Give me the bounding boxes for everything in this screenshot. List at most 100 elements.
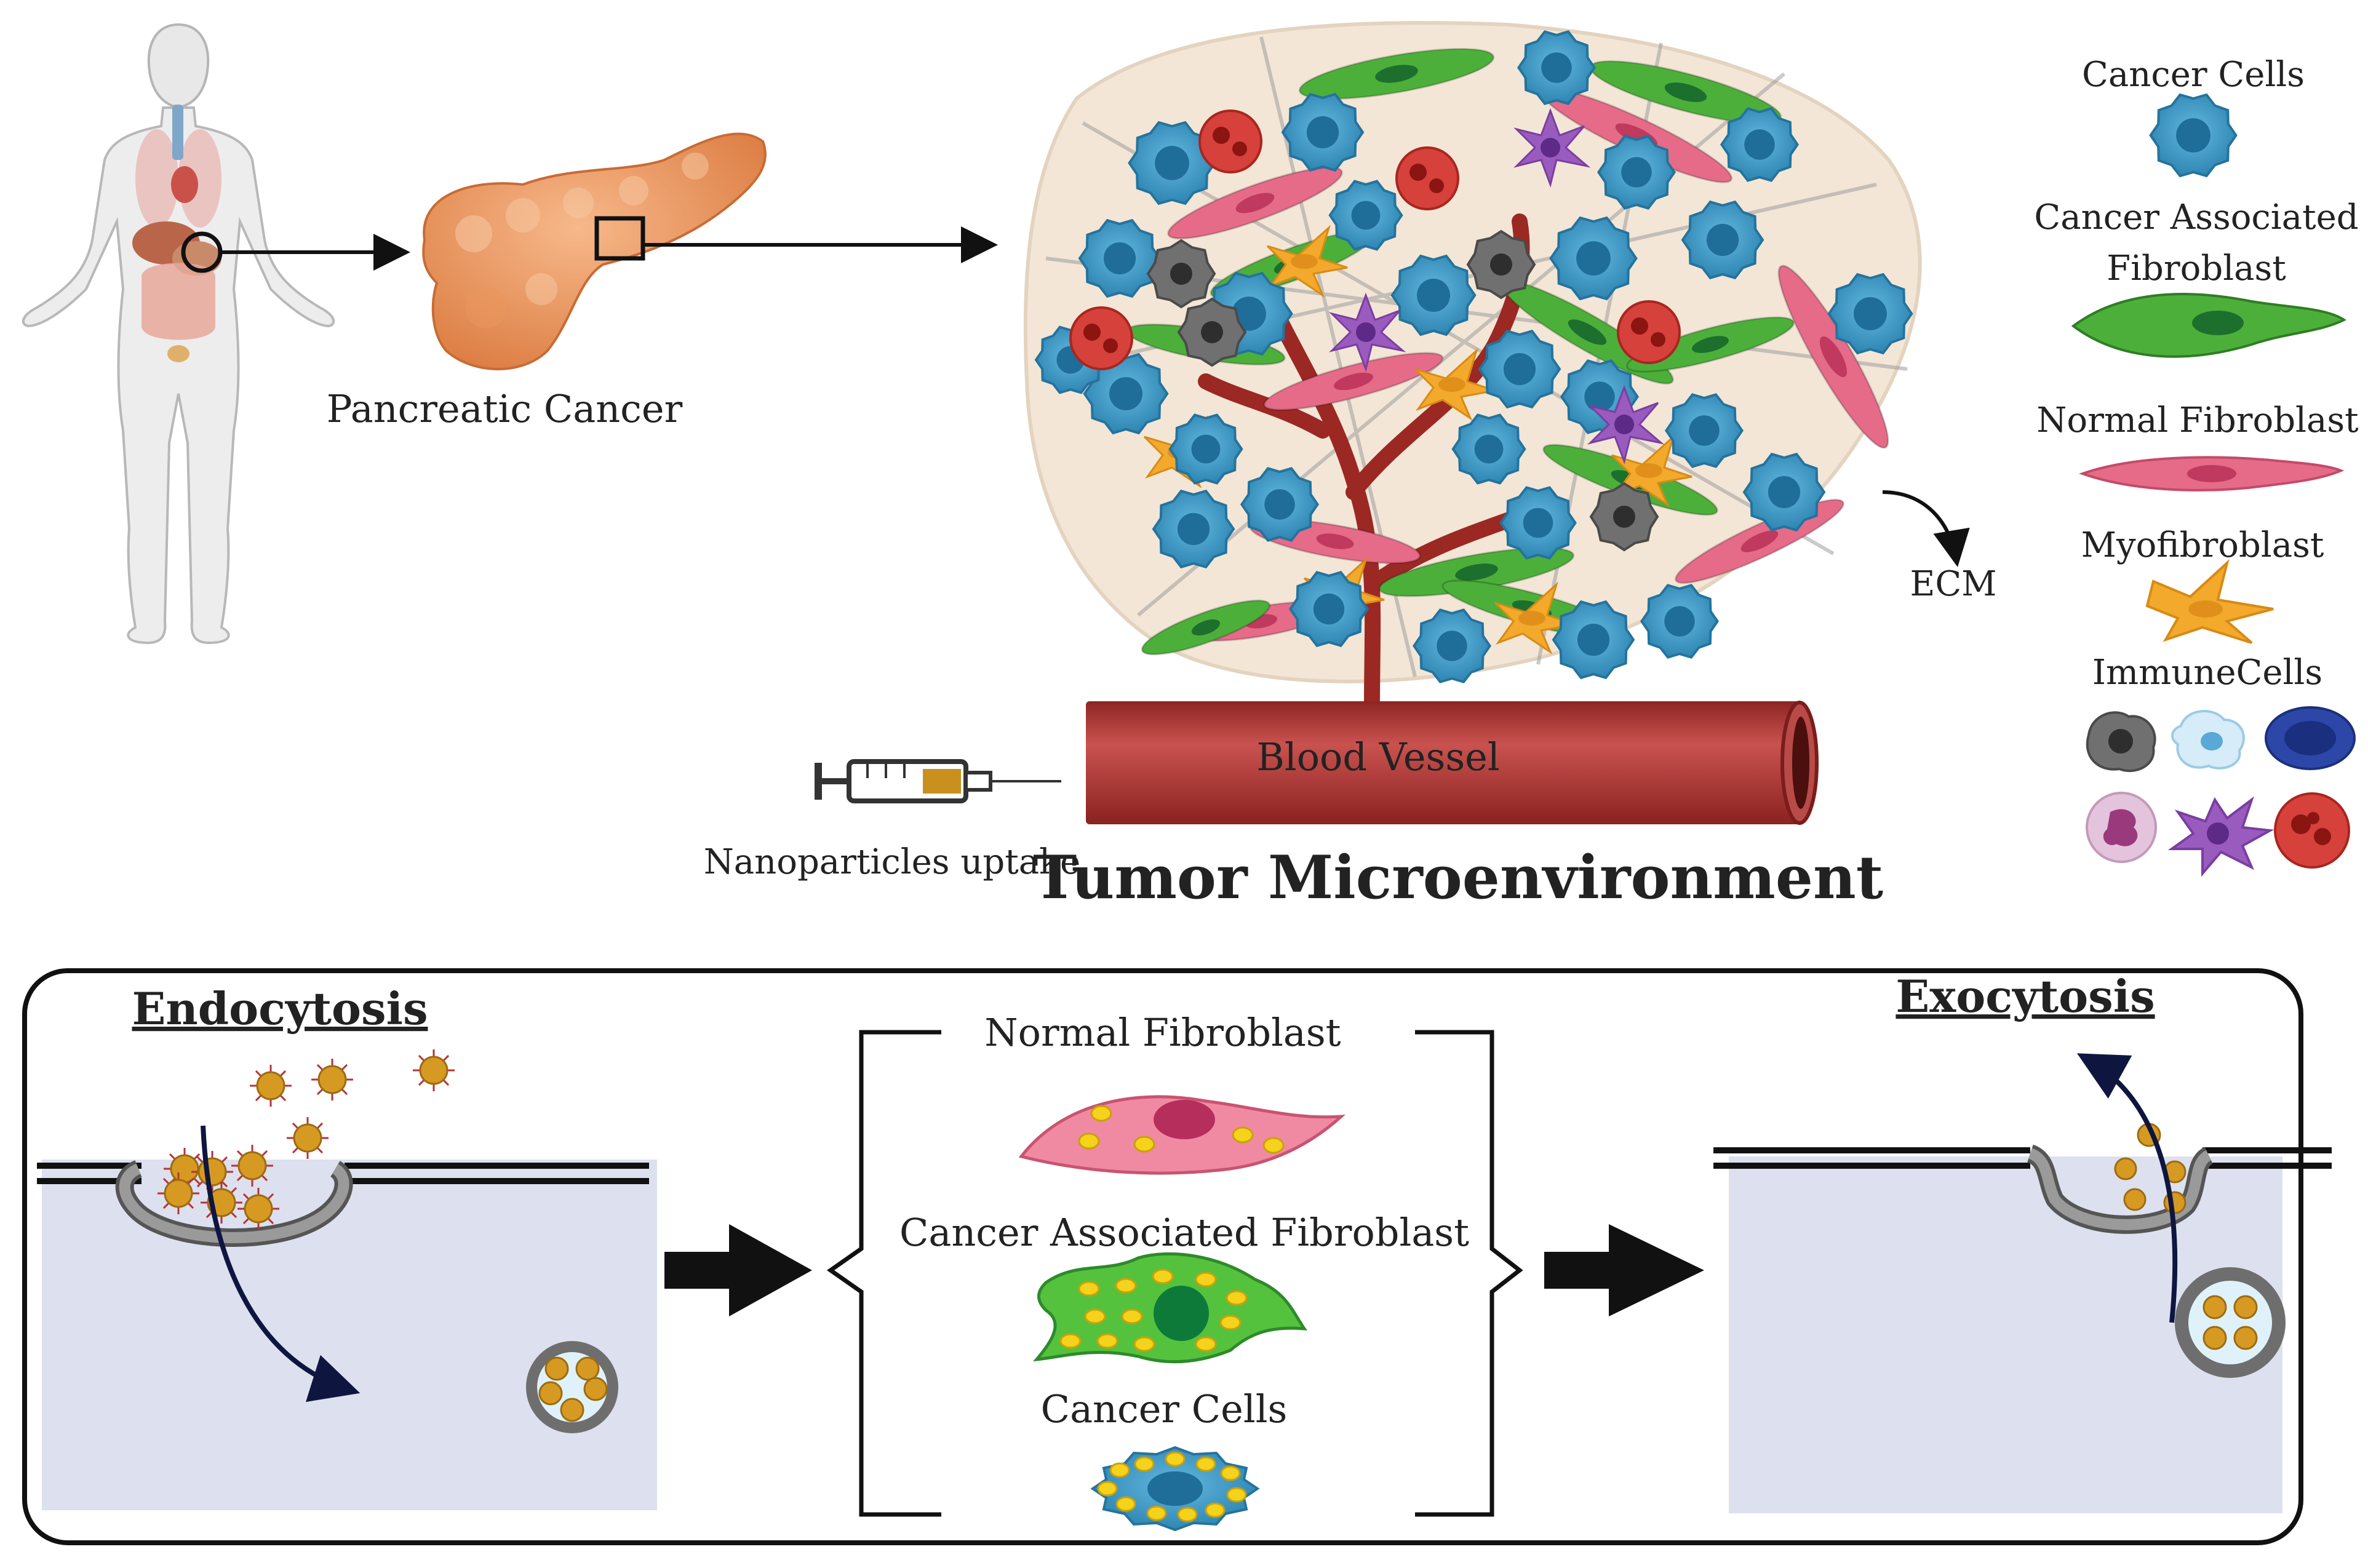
- exocytosis-vesicle: [2175, 1267, 2286, 1378]
- caf-with-nanoparticles: [1033, 1252, 1307, 1364]
- endocytosis-path-arrow: [201, 1125, 361, 1403]
- cancer-cell: [1549, 216, 1638, 301]
- legend-myofibroblast-icon: [2145, 559, 2274, 644]
- nanoparticle: [231, 1145, 273, 1187]
- left-brace: [826, 1030, 941, 1517]
- purple-immune-cell: [1329, 292, 1406, 373]
- nanoparticle: [191, 1151, 233, 1193]
- legend-cancer-cells-label: Cancer Cells: [2082, 55, 2305, 95]
- cancer-cell: [1328, 180, 1403, 251]
- ecm-arrow: [1882, 490, 1970, 567]
- immune-cells-in-tumor: [1069, 108, 1681, 552]
- cancer-cell: [1168, 413, 1243, 485]
- purple-immune-cell: [1587, 384, 1665, 465]
- middle-cancer-cells-label: Cancer Cells: [1041, 1387, 1288, 1431]
- exocytosis-panel: [1713, 1053, 2332, 1513]
- process-panel-frame: [22, 968, 2303, 1545]
- cancer-cell: [1552, 600, 1635, 680]
- pancreatic-cancer-label: Pancreatic Cancer: [327, 386, 683, 431]
- block-arrow-left: [664, 1224, 812, 1316]
- legend-cancer-cell-icon: [2149, 93, 2238, 178]
- tumor-region-marker: [594, 216, 645, 261]
- cancer-cell: [1281, 92, 1365, 172]
- red-immune-cell: [1198, 109, 1262, 173]
- endosome-vesicle: [526, 1341, 618, 1433]
- cancer-cell: [1083, 352, 1169, 435]
- cancer-cell: [1827, 273, 1913, 355]
- cancer-cell: [1742, 452, 1826, 532]
- legend-myofibroblast-label: Myofibroblast: [2081, 525, 2324, 565]
- syringe-icon: [815, 759, 1061, 803]
- red-immune-cell: [1069, 306, 1133, 370]
- fibroblast-cell: [1298, 47, 1495, 100]
- legend-caf-label-line2: Fibroblast: [2107, 249, 2286, 289]
- nanoparticle: [413, 1049, 455, 1091]
- cancer-cells: [1034, 30, 1913, 683]
- myofibroblast-cell: [1494, 581, 1576, 655]
- exocytosis-heading: Exocytosis: [1896, 970, 2155, 1022]
- cancer-cell: [1152, 489, 1235, 569]
- exocytosis-path-arrow: [2076, 1053, 2178, 1323]
- cancer-cell: [1412, 608, 1492, 683]
- human-body-illustration: [22, 23, 335, 645]
- red-immune-cell: [1617, 300, 1681, 364]
- middle-normal-fibroblast-label: Normal Fibroblast: [984, 1010, 1341, 1055]
- fibroblast-cell: [1263, 352, 1444, 411]
- right-brace: [1415, 1030, 1523, 1517]
- gray-immune-cell: [1466, 229, 1536, 300]
- cancer-cell: [1597, 135, 1676, 210]
- red-immune-cell: [1395, 146, 1459, 210]
- legend-immune-cells-label: ImmuneCells: [2092, 653, 2322, 693]
- legend-immune-cells-icons: [2086, 706, 2356, 877]
- nanoparticle: [311, 1059, 353, 1100]
- pancreas-illustration: [422, 132, 767, 370]
- endocytosis-panel: [37, 1049, 657, 1510]
- middle-caf-label: Cancer Associated Fibroblast: [899, 1210, 1469, 1255]
- normal-fibroblast-with-nanoparticles: [1018, 1095, 1346, 1175]
- gray-immune-cell: [1146, 239, 1216, 309]
- fibroblast-cell: [1167, 166, 1343, 240]
- nanoparticle: [287, 1117, 329, 1159]
- legend-normal-fibroblast-label: Normal Fibroblast: [2036, 400, 2359, 440]
- fibroblast-cell: [1626, 316, 1795, 373]
- legend-normal-fibroblast-icon: [2078, 456, 2345, 491]
- cancer-cell: [1517, 30, 1597, 105]
- cancer-cell: [1681, 200, 1764, 280]
- cancer-cell: [1478, 329, 1561, 409]
- endocytosis-heading: Endocytosis: [132, 982, 428, 1035]
- nanoparticles-uptake-label: Nanoparticles uptake: [704, 842, 1080, 882]
- nanoparticle: [250, 1065, 292, 1107]
- gray-immune-cell: [1177, 297, 1247, 367]
- nanoparticle: [157, 1172, 199, 1214]
- myofibroblast-cell: [1266, 225, 1348, 298]
- cancer-cell: [1499, 486, 1577, 560]
- tumor-microenvironment-title: Tumor Microenvironment: [1033, 843, 1883, 912]
- cancer-cell: [2149, 93, 2238, 178]
- cancer-cell: [1128, 121, 1216, 205]
- purple-immune-cell: [1513, 108, 1591, 188]
- cancer-cell: [1640, 584, 1720, 659]
- cancer-cell: [1078, 218, 1162, 298]
- blood-vessel: [1086, 701, 1819, 825]
- ecm-label: ECM: [1910, 564, 1996, 604]
- myofibroblast-cell: [1414, 348, 1496, 421]
- legend: Cancer Cells Cancer Associated Fibroblas…: [2034, 55, 2359, 877]
- fibroblast-cell: [1777, 265, 1889, 449]
- cancer-cell-with-nanoparticles: [1090, 1446, 1260, 1532]
- gray-immune-cell: [1589, 482, 1659, 552]
- fibroblast-cell: [1141, 599, 1271, 656]
- blood-vessel-label: Blood Vessel: [1256, 734, 1499, 779]
- cancer-cell: [1664, 393, 1744, 468]
- nanoparticle: [237, 1188, 279, 1230]
- tumor-mass: [1023, 21, 1922, 715]
- cancer-cell: [1240, 467, 1320, 542]
- cancer-cell: [1288, 570, 1369, 648]
- legend-caf-label-line1: Cancer Associated: [2034, 197, 2358, 237]
- block-arrow-right: [1544, 1224, 1704, 1316]
- cancer-cell: [1720, 107, 1800, 182]
- cancer-cell: [1451, 413, 1526, 485]
- legend-caf-icon: [2071, 293, 2346, 358]
- cancer-cell: [1390, 254, 1477, 336]
- pancreas-location-marker: [181, 231, 223, 273]
